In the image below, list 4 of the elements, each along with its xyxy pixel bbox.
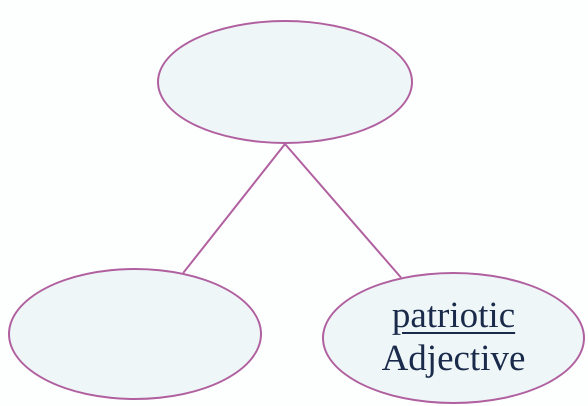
connector-line: [182, 143, 286, 274]
node-text: Adjective: [382, 338, 526, 381]
node-text: patriotic: [392, 295, 516, 338]
connector-line: [284, 143, 402, 278]
